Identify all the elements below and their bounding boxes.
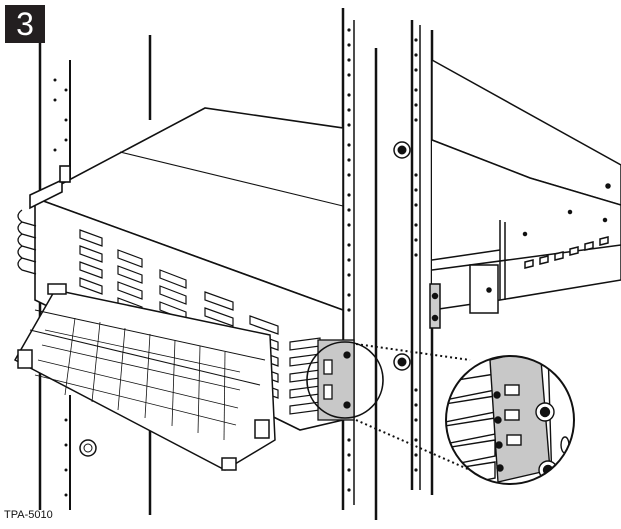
rear-chassis	[429, 58, 621, 329]
zoom-source-circle	[306, 341, 384, 419]
cable-rings	[17, 209, 37, 275]
rail-mounting-holes	[53, 28, 418, 497]
rear-slots	[524, 236, 609, 269]
door-label-grid	[34, 317, 241, 441]
zoom-detail	[445, 355, 575, 485]
front-mounting-bracket	[317, 339, 355, 421]
center-front-rail	[341, 8, 378, 520]
front-door-panel	[13, 283, 276, 471]
zoom-screw-top	[535, 402, 555, 422]
zoom-leader-lines	[355, 343, 471, 471]
module-column	[289, 337, 321, 415]
module-column	[79, 229, 103, 295]
figure-id-label: TPA-5010	[4, 509, 53, 521]
rail-screws	[79, 141, 411, 457]
right-rear-rail	[410, 20, 434, 495]
step-number-badge: 3	[5, 5, 45, 43]
